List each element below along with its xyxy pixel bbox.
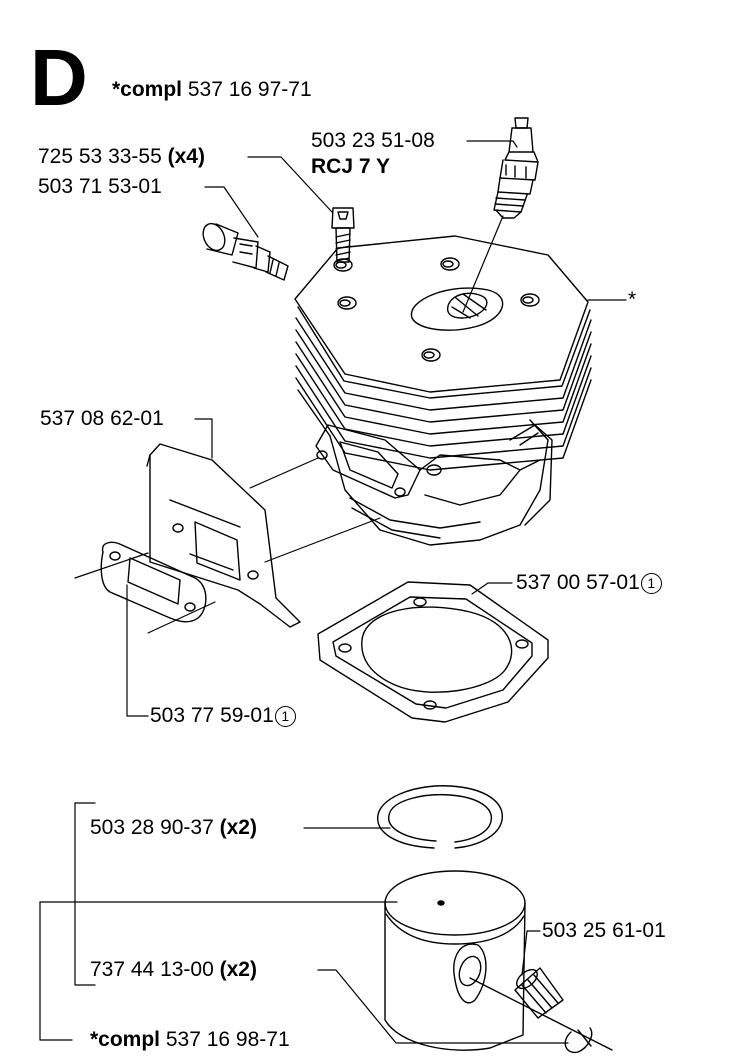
section-letter: D (30, 33, 88, 122)
screw-drawing (332, 208, 354, 262)
spark-plug-type: RCJ 7 Y (311, 155, 390, 178)
piston-assembly-label: *compl 537 16 98-71 (90, 1028, 290, 1052)
screw-part-number: 725 53 33-55 (38, 145, 162, 168)
decomp-valve-part-number: 503 71 53-01 (38, 175, 162, 198)
circled-note-icon: 1 (640, 573, 662, 594)
muffler-gasket-part-number: 503 77 59-01 (150, 704, 274, 727)
cylinder-gasket-drawing (318, 582, 548, 722)
circlip-quantity: (x2) (219, 958, 257, 981)
piston-ring-label: 503 28 90-37 (x2) (90, 816, 257, 840)
compl-prefix: *compl (112, 78, 183, 101)
cylinder-gasket-part-number: 537 00 57-01 (516, 571, 640, 594)
needle-bearing-part-number: 503 25 61-01 (542, 919, 666, 942)
assembly-header-label: *compl 537 16 97-71 (112, 78, 312, 102)
circlip-label: 737 44 13-00 (x2) (90, 958, 257, 982)
cylinder-marker: * (628, 288, 637, 311)
piston-compl-prefix: *compl (90, 1028, 161, 1051)
piston-ring-part-number: 503 28 90-37 (90, 816, 214, 839)
leader-lines (40, 141, 626, 1043)
spark-plug-drawing (494, 118, 538, 218)
piston-drawing (385, 871, 612, 1052)
muffler-plate-part-number: 537 08 62-01 (40, 407, 164, 430)
spark-plug-part-number: 503 23 51-08 (311, 129, 435, 152)
piston-assembly-part-number: 537 16 98-71 (165, 1028, 290, 1051)
muffler-plate-drawing (147, 444, 300, 627)
decompression-valve-drawing (199, 220, 288, 280)
cylinder-drawing (295, 236, 591, 545)
piston-ring-drawing (378, 786, 503, 848)
screw-quantity: (x4) (167, 145, 205, 168)
circlip-part-number: 737 44 13-00 (90, 958, 214, 981)
assembly-part-number: 537 16 97-71 (187, 78, 312, 101)
muffler-gasket-drawing (101, 542, 206, 621)
circled-note-icon: 1 (274, 706, 296, 727)
piston-ring-quantity: (x2) (219, 816, 257, 839)
screw-label: 725 53 33-55 (x4) (38, 145, 205, 169)
